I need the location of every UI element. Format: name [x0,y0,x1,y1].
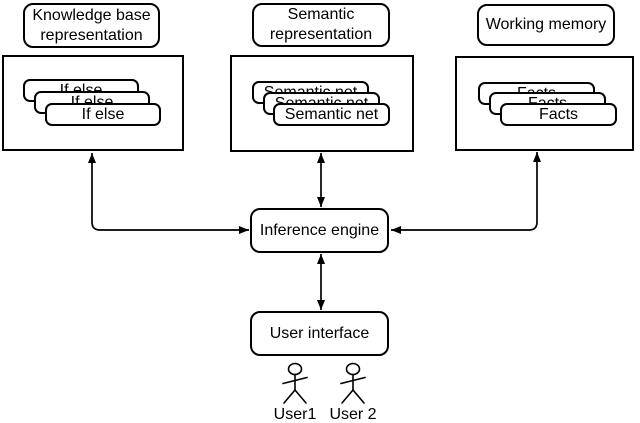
semantic-net-card-front: Semantic net [273,103,390,126]
node-label: Inference engine [259,221,380,239]
arrow-working-inference [391,152,541,234]
node-semantic-representation: Semantic representation [252,3,390,47]
node-label: Knowledge base representation [32,6,151,44]
node-label: Working memory [485,16,607,33]
user2-actor-icon [340,362,366,404]
node-inference-engine: Inference engine [250,208,389,253]
if-else-card-front: If else [45,103,161,126]
user1-label: User1 [273,406,317,423]
node-working-memory: Working memory [477,4,615,46]
node-knowledge-base-representation: Knowledge base representation [23,3,160,48]
arrow-knowledge-inference [88,153,249,234]
card-label: Facts [538,105,579,123]
card-label: If else [81,105,125,123]
node-label: User interface [269,324,370,342]
node-label: Semantic representation [269,6,373,43]
card-label: Semantic net [284,105,379,123]
user1-actor-icon [282,362,308,404]
facts-card-front: Facts [500,103,617,126]
node-user-interface: User interface [250,311,389,356]
user2-label: User 2 [329,406,377,423]
